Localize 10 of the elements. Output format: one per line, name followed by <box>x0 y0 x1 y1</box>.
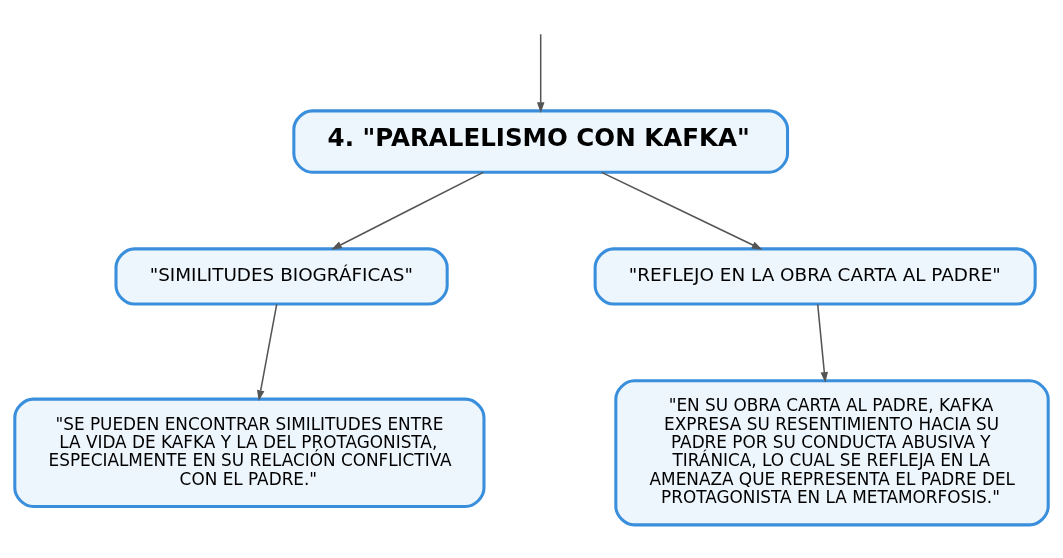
node-box: "SIMILITUDES BIOGRÁFICAS" <box>114 247 449 306</box>
node-box: 4. "PARALELISMO CON KAFKA" <box>292 109 790 174</box>
node-box: "EN SU OBRA CARTA AL PADRE, KAFKA EXPRESA SU RESENTIMIENTO HACIA SU PADRE POR SU CONDUCTA ABUSIVA Y TIRÁNICA, LO CUAL SE REFLEJA EN LA AMENAZA QUE REPRESENTA EL PADRE DEL PROTAGONISTA EN LA METAMORFOSIS." <box>614 379 1050 527</box>
arrow <box>331 171 484 250</box>
node-box: "SE PUEDEN ENCONTRAR SIMILITUDES ENTRE LA VIDA DE KAFKA Y LA DEL PROTAGONISTA, ESPECIALMENTE EN SU RELACIÓN CONFLICTIVA CON EL PADRE." <box>13 397 486 508</box>
node-box: "REFLEJO EN LA OBRA CARTA AL PADRE" <box>593 247 1037 306</box>
arrow <box>600 171 763 250</box>
arrow <box>816 303 829 383</box>
arrow <box>256 303 278 402</box>
arrow <box>536 33 545 114</box>
